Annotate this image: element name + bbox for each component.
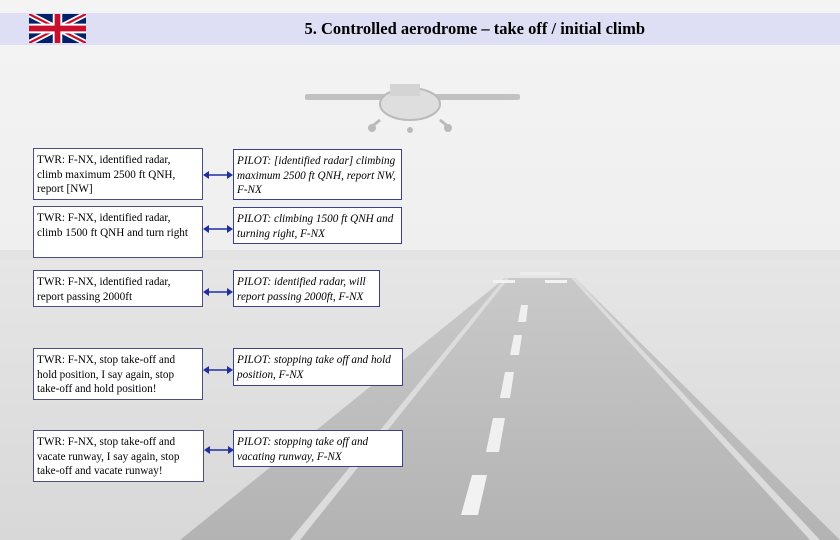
twr-message-box: TWR: F-NX, identified radar, report pass…	[33, 270, 203, 307]
double-arrow-icon	[203, 225, 233, 233]
uk-flag-icon	[29, 14, 86, 43]
twr-message-box: TWR: F-NX, stop take-off and vacate runw…	[33, 430, 204, 482]
pilot-message-box: PILOT: climbing 1500 ft QNH and turning …	[233, 207, 402, 244]
double-arrow-icon	[203, 171, 233, 179]
twr-message-box: TWR: F-NX, identified radar, climb 1500 …	[33, 206, 203, 258]
pilot-message-box: PILOT: identified radar, will report pas…	[233, 270, 380, 307]
title-bar	[0, 13, 840, 45]
double-arrow-icon	[203, 288, 233, 296]
double-arrow-icon	[204, 446, 234, 454]
pilot-message-box: PILOT: [identified radar] climbing maxim…	[233, 149, 402, 200]
pilot-message-box: PILOT: stopping take off and vacating ru…	[233, 430, 403, 467]
slide-title: 5. Controlled aerodrome – take off / ini…	[304, 19, 645, 38]
twr-message-box: TWR: F-NX, stop take-off and hold positi…	[33, 348, 203, 400]
double-arrow-icon	[203, 366, 233, 374]
twr-message-box: TWR: F-NX, identified radar, climb maxim…	[33, 148, 203, 200]
pilot-message-box: PILOT: stopping take off and hold positi…	[233, 348, 403, 386]
